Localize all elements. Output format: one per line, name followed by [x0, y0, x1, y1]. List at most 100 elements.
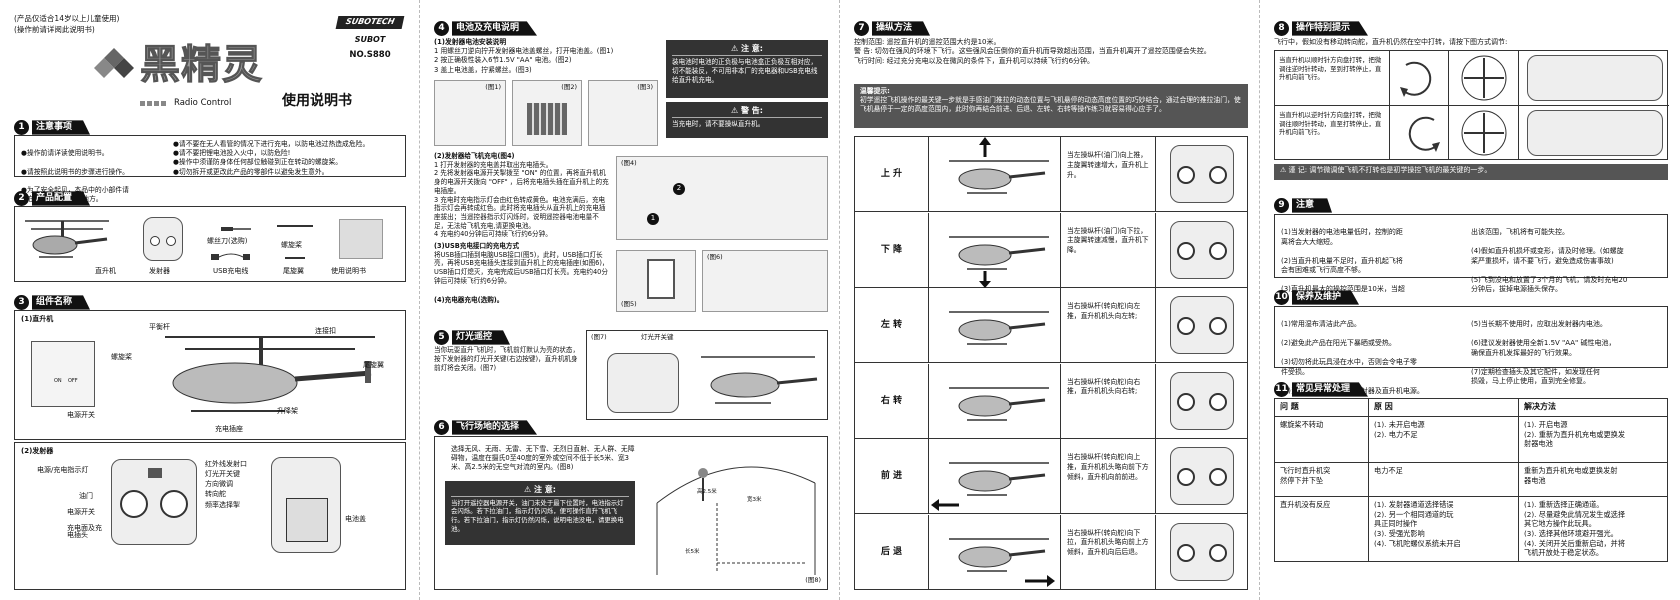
fig-1: (图1)	[434, 80, 506, 146]
battery-cover-label: 电池盖	[345, 515, 366, 523]
control-heli-image	[929, 514, 1061, 590]
fig-label: (图6)	[707, 253, 723, 261]
control-desc: 当右操纵杆(转向舵)向上推，直升机机头略向前下方倾斜，直升机向前前进。	[1067, 453, 1149, 481]
trim-intro: 飞行中，假如没有移动转向舵，直升机仍然在空中打转，请按下图方式调节:	[1274, 38, 1508, 46]
fig-4: (图4) 2 1	[616, 156, 828, 240]
manual-title: 使用说明书	[282, 93, 352, 109]
range-text: 控制范围: 遥控直升机的遥控范围大约是10米。	[854, 38, 1001, 46]
tx-part: 充电面及充 电插头	[67, 524, 102, 539]
tip-text: 初学遥控飞机操作的最关键一步就是手感油门推拉的动态位置与飞机悬停的动态高度位置的…	[860, 96, 1241, 114]
flight-area-text: 选择无风、无雨、无雷、无下雪、无烈日直射、无人群、无障碍物，温度在摄氏0至40度…	[451, 445, 635, 472]
decor-bars	[140, 101, 168, 107]
fig-label: (图5)	[621, 300, 637, 309]
section-9-header: 9 注意	[1274, 198, 1333, 213]
notes-right: ●请不要在无人看管的情况下进行充电，以防电池过热造成危险。 ●请不要把锂电池投入…	[173, 140, 399, 176]
helicopter-light-image	[701, 356, 818, 404]
notes-box: ●操作前请详读使用说明书。 ●请按照此说明书的步骤进行操作。 ●为了安全起见，本…	[14, 135, 406, 203]
model-number: NO.S880	[349, 49, 391, 60]
part-charge-socket: 充电插座	[215, 425, 243, 433]
trim-cw-tx	[1527, 55, 1663, 101]
control-heli-image	[929, 288, 1061, 363]
section-number: 10	[1274, 290, 1289, 305]
trim-ccw-text: 当直升机以逆时针方向盘打转，把微调往顺时针转动，直至打转停止，直升机向前飞行。	[1279, 111, 1382, 137]
trim-row-ccw: 当直升机以逆时针方向盘打转，把微调往顺时针转动，直至打转停止，直升机向前飞行。	[1275, 106, 1669, 161]
s4-1: (1)发射器电池安装说明 1 用螺丝刀逆向拧开发射器电池盖螺丝，打开电池盖。(图…	[434, 38, 664, 75]
tx-part: 油门	[79, 492, 93, 500]
note-item: ●操作前请详读使用说明书。	[21, 149, 109, 158]
section-2-header: 2 产品配置	[14, 191, 91, 206]
control-info: 控制范围: 遥控直升机的遥控范围大约是10米。 警 告: 切勿在强风的环境下飞行…	[854, 38, 1248, 66]
fig-3: (图3)	[588, 80, 658, 146]
propeller-image	[277, 225, 313, 227]
tx-part: 灯光开关键	[205, 470, 240, 479]
tx-parts-box: (2)发射器 电源/充电指示灯 油门 电源开关 充电面及充 电插头 红外线发射口…	[14, 442, 406, 590]
flight-warning-text: 当打开遥控器电源开关，油门未处于最下位置时，电池指示灯会闪烁。若下拉油门，指示灯…	[451, 498, 624, 533]
control-table: 上 升当左操纵杆(油门)向上推，主旋翼转速增大，直升机上升。下 降当左操纵杆(油…	[854, 136, 1248, 590]
trouble-table: 问 题 原 因 解决方法 螺旋桨不转动 (1). 未开启电源 (2). 电力不足…	[1274, 398, 1668, 563]
tx-part: 电源/充电指示灯	[37, 466, 89, 474]
heli-parts-box: (1)直升机 ON OFF 平衡杆 连接扣 螺旋桨 尾旋翼 升降架 电源开关 充…	[14, 310, 406, 440]
fig-2: (图2)	[512, 80, 582, 146]
usb-cable-image	[211, 253, 250, 260]
control-action-label: 后 退	[855, 514, 929, 590]
subsection-title: (2)发射器给飞机充电(图4)	[434, 152, 515, 160]
maintenance-right: (5)当长期不使用时，应取出发射器内电池。 (6)建议发射器使用全新1.5V "…	[1471, 311, 1667, 396]
control-tx-image	[1155, 439, 1247, 514]
tx-part: 红外线发射口	[205, 460, 247, 468]
section-number: 8	[1274, 21, 1289, 36]
fig-5: (图5)	[616, 250, 696, 312]
room-diagram	[656, 466, 816, 575]
step-item: 2 先将发射器电源开关掣拨至 "ON" 的位置，再将直升机机身的电源开关拨向 "…	[434, 169, 609, 195]
maintenance-item: (6)建议发射器使用全新1.5V "AA" 碱性电池， 确保直升机发挥最好的飞行…	[1471, 339, 1616, 357]
part-landing-gear: 升降架	[277, 407, 298, 415]
part-power-switch: 电源开关	[67, 411, 95, 419]
config-screwdriver-label: 螺丝刀(选购)	[207, 237, 248, 245]
section-title: 操纵方法	[872, 21, 931, 36]
problem-cell: 直升机没有反应	[1274, 495, 1369, 563]
flight-warning-title: ⚠ 注 意:	[451, 485, 629, 497]
section-10-header: 10 保养及维护	[1274, 290, 1360, 305]
step-item: 3 盖上电池盖，拧紧螺丝。(图3)	[434, 65, 532, 74]
step-item: 2 按正确极性装入6节1.5V "AA" 电池。(图2)	[434, 56, 572, 65]
switch-off-label: OFF	[68, 378, 78, 384]
col-problem: 问 题	[1274, 398, 1369, 417]
fig-7: (图7) 灯光开关键	[586, 330, 828, 420]
control-row: 上 升当左操纵杆(油门)向上推，主旋翼转速增大，直升机上升。	[855, 137, 1247, 212]
note-item: ●切勿拆开或更改此产品的零部件以避免发生意外。	[173, 167, 329, 176]
header-notes: (产品仅适合14岁以上儿童使用) (操作前请详阅此说明书)	[14, 14, 119, 35]
step-item: 4 充电约40分钟后可持续飞行约6分钟。	[434, 230, 552, 239]
control-tx-image	[1155, 212, 1247, 288]
note-item: ●请不要在无人看管的情况下进行充电，以防电池过热造成危险。	[173, 140, 370, 148]
maintenance-item: (2)避免此产品在阳光下暴晒或受热。	[1281, 339, 1396, 348]
flight-area-box: 选择无风、无雨、无雷、无下雪、无烈日直射、无人群、无障碍物，温度在摄氏0至40度…	[434, 436, 828, 590]
step-item: 1 打开发射器的充电盖并取出充电插头。	[434, 160, 553, 169]
tip-box: 温馨提示: 初学遥控飞机操作的最关键一步就是手感油门推拉的动态位置与飞机悬停的动…	[854, 84, 1248, 128]
trim-cw-text: 当直升机以顺时针方向盘打转，把微调往逆时针转动，至到打转停止，直升机向前飞行。	[1279, 56, 1382, 82]
control-action-label: 左 转	[855, 288, 929, 363]
step-1-marker: 1	[647, 213, 659, 225]
warning-box: ⚠ 注 意: 装电池时电池的正负极与电池盒正负极互相对应，切不能装反，不可用非本…	[666, 40, 828, 98]
fig-label: (图4)	[621, 159, 637, 167]
trim-ccw-tx	[1527, 110, 1663, 156]
step-item: 3 充电时充电指示灯会由红色转成黄色。电池充满后，充电指示灯会再转成红色。此时将…	[434, 195, 606, 230]
section-number: 4	[434, 21, 449, 36]
table-row: 螺旋桨不转动 (1). 未开启电源 (2). 电力不足 (1). 开启电源 (2…	[1274, 415, 1668, 463]
panel-tips: 8 操作特别提示 飞行中，假如没有移动转向舵，直升机仍然在空中打转，请按下图方式…	[1260, 0, 1680, 600]
section-title: 注意事项	[32, 120, 91, 135]
control-tx-image	[1155, 363, 1247, 439]
warning-text: 警 告: 切勿在强风的环境下飞行。这些强风会压倒你的直升机而导致超出范围，当直升…	[854, 47, 1211, 56]
fig-label: (图3)	[637, 83, 653, 91]
warning-title-text: 注 意:	[740, 44, 763, 53]
table-row: 直升机没有反应 (1). 发射器通道选择错误 (2). 另一个相同通道的玩 具正…	[1274, 495, 1668, 563]
light-text: 当你玩耍直升飞机时，飞机前灯默认为亮的状态，按下发射器的灯光开关键(右边按键)，…	[434, 346, 580, 372]
section-number: 5	[434, 330, 449, 345]
subsection-title: (4)充电器充电(选购)。	[434, 295, 504, 304]
panel-controls: 7 操纵方法 控制范围: 遥控直升机的遥控范围大约是10米。 警 告: 切勿在强…	[840, 0, 1260, 600]
control-row: 下 降当左操纵杆(油门)向下拉，主旋翼转速减慢，直升机下降。	[855, 212, 1247, 288]
screwdriver-image	[221, 227, 251, 231]
room-length-label: 长5米	[685, 549, 700, 555]
config-tail-label: 尾旋翼	[283, 267, 304, 275]
caution-box: (1)当发射器的电池电量低时，控制的距 离将会大大缩短。 (2)当直升机电量不足…	[1274, 214, 1668, 293]
control-row: 右 转当右操纵杆(转向舵)向右推，直升机机头向右转;	[855, 363, 1247, 439]
panel-cover: (产品仅适合14岁以上儿童使用) (操作前请详阅此说明书) SUBOTECH S…	[0, 0, 420, 600]
